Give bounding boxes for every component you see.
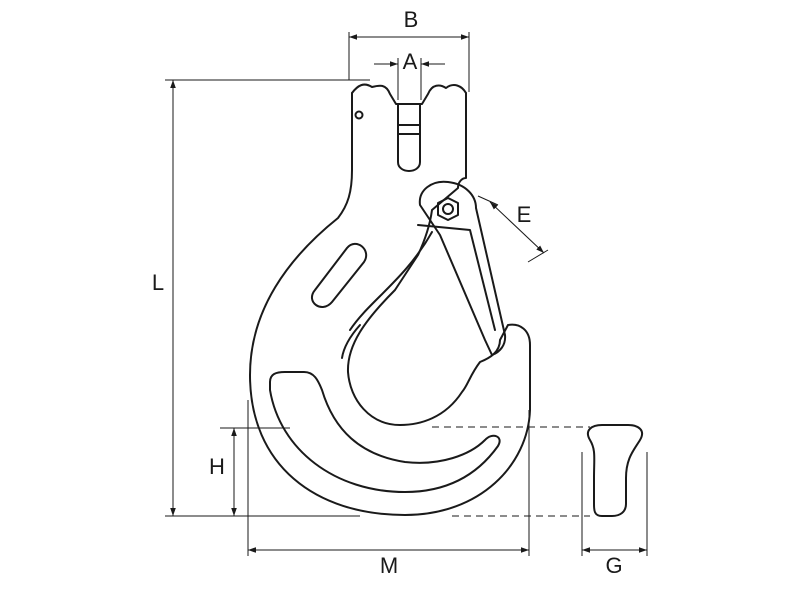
extension-lines <box>165 32 648 556</box>
shank-slot <box>311 242 367 308</box>
dimension-labels: B A E L H M G <box>152 7 623 578</box>
lock-pin-hole <box>354 110 364 120</box>
dim-label-a: A <box>403 49 418 74</box>
dim-label-m: M <box>380 553 398 578</box>
latch-face <box>417 224 496 331</box>
dim-label-e: E <box>517 202 532 227</box>
clevis-slot <box>397 103 421 172</box>
hook-body <box>249 83 531 516</box>
latch-spring <box>349 231 433 331</box>
bowl-groove <box>269 371 501 493</box>
cross-section-profile <box>586 424 644 517</box>
dim-label-g: G <box>605 553 622 578</box>
dim-label-h: H <box>209 454 225 479</box>
dim-line-e <box>489 201 545 254</box>
dimension-lines <box>170 34 647 553</box>
clevis-top <box>351 83 467 105</box>
latch-pivot-pin <box>442 203 454 215</box>
dim-label-l: L <box>152 270 164 295</box>
hook-outline <box>249 92 531 516</box>
safety-latch <box>349 180 507 356</box>
latch-outline <box>418 180 507 356</box>
latch-pivot-nut <box>437 197 459 221</box>
dim-label-b: B <box>404 7 419 32</box>
throat-line <box>341 324 361 359</box>
